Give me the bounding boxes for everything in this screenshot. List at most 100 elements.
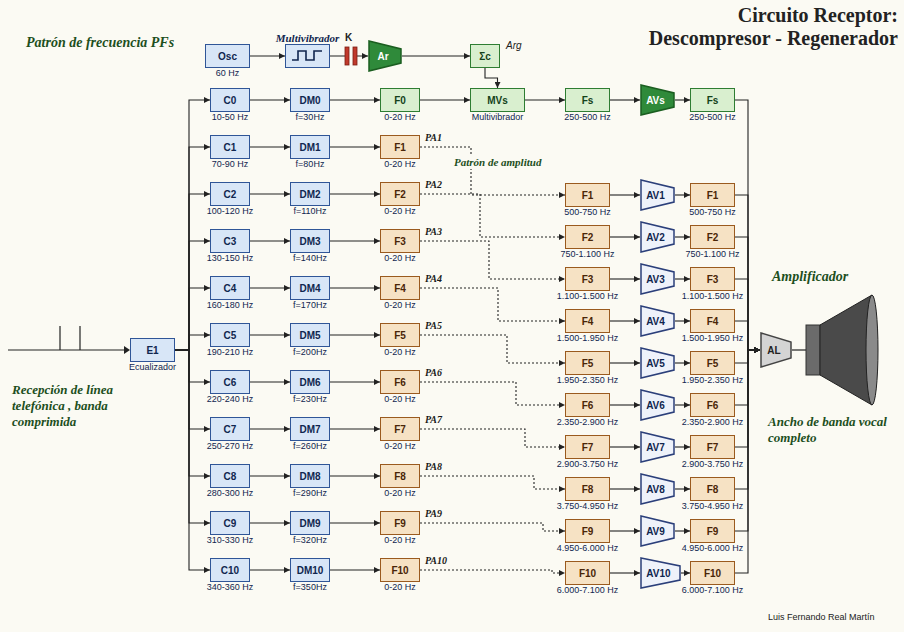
- connector: [610, 572, 640, 573]
- speaker-rim: [866, 295, 878, 405]
- edge-label: PA1: [424, 132, 443, 143]
- node-body: F6: [566, 394, 609, 416]
- input-line: [79, 326, 80, 350]
- node-body: DM5: [291, 324, 329, 346]
- node-caption: 0-20 Hz: [384, 394, 416, 404]
- node-body: AV1: [640, 179, 675, 211]
- lowpass-filter: F60-20 Hz: [380, 370, 420, 394]
- connector: [330, 569, 380, 570]
- node-body: AV9: [640, 515, 675, 547]
- node-body: F4: [566, 310, 609, 332]
- node-caption: 2.900-3.750 Hz: [557, 459, 619, 469]
- edge-label: PA4: [424, 273, 443, 284]
- bandpass-filter: C7250-270 Hz: [210, 417, 250, 441]
- connector: [175, 350, 210, 476]
- node-caption: f=170Hz: [293, 300, 327, 310]
- node-body: F6: [691, 394, 734, 416]
- node-label: F6: [707, 400, 719, 411]
- connector: [330, 475, 380, 476]
- node-label: F4: [394, 283, 406, 294]
- connector: [735, 100, 760, 350]
- connector: [420, 382, 565, 405]
- node-label: F10: [391, 565, 408, 576]
- node-label: AV2: [646, 232, 665, 243]
- node-caption: 10-50 Hz: [212, 112, 249, 122]
- node-label: E1: [146, 345, 158, 356]
- node-body: C3: [211, 230, 249, 252]
- connector: [250, 381, 290, 382]
- node-caption: f=230Hz: [293, 394, 327, 404]
- node-caption: 500-750 Hz: [564, 207, 611, 217]
- oscillator-box: Osc60 Hz: [205, 44, 250, 68]
- node-caption: f=200Hz: [293, 347, 327, 357]
- node-caption: 500-750 Hz: [689, 207, 736, 217]
- node-label: F8: [707, 484, 719, 495]
- node-label: AVs: [646, 95, 665, 106]
- node-label: F2: [582, 232, 594, 243]
- node-body: F2: [381, 183, 419, 205]
- node-label: F0: [394, 95, 406, 106]
- lowpass-filter: F40-20 Hz: [380, 276, 420, 300]
- node-label: C9: [224, 518, 237, 529]
- node-body: F9: [691, 520, 734, 542]
- node-body: AV10: [640, 557, 681, 589]
- node-label: F5: [707, 358, 719, 369]
- node-caption: 1.950-2.350 Hz: [557, 375, 619, 385]
- node-caption: 4.950-6.000 Hz: [682, 543, 744, 553]
- node-label: C1: [224, 142, 237, 153]
- bandpass-filter: C010-50 Hz: [210, 88, 250, 112]
- node-caption: 340-360 Hz: [207, 582, 254, 592]
- amplifier-outline: [641, 390, 674, 420]
- connector: [610, 278, 640, 279]
- node-body: F5: [566, 352, 609, 374]
- amplifier-symbol: AV6: [640, 389, 675, 421]
- connector: [420, 429, 565, 447]
- node-body: DM9: [291, 512, 329, 534]
- node-body: F3: [691, 268, 734, 290]
- edge-label: PA8: [424, 461, 443, 472]
- node-label: F5: [582, 358, 594, 369]
- node-body: Fs: [566, 89, 609, 111]
- node-label: F5: [394, 330, 406, 341]
- node-caption: 0-20 Hz: [384, 253, 416, 263]
- node-body: C5: [211, 324, 249, 346]
- amplifier-outline: [641, 85, 674, 115]
- lowpass-filter: F10-20 Hz: [380, 135, 420, 159]
- connector: [175, 241, 210, 350]
- node-body: F4: [381, 277, 419, 299]
- node-caption: 2.350-2.900 Hz: [682, 417, 744, 427]
- amplifier-symbol: AV8: [640, 473, 675, 505]
- node-label: F10: [579, 568, 596, 579]
- connector: [610, 194, 640, 195]
- edge-label: PA5: [424, 320, 443, 331]
- capacitor-symbol: [353, 47, 357, 65]
- connector: [330, 99, 380, 100]
- node-caption: 60 Hz: [216, 68, 240, 78]
- node-label: AL: [767, 345, 780, 356]
- node-caption: f=30Hz: [296, 112, 325, 122]
- connector: [330, 240, 380, 241]
- node-label: C0: [224, 95, 237, 106]
- connector: [330, 193, 380, 194]
- amplifier-outline: [641, 516, 674, 546]
- lowpass-filter: F70-20 Hz: [380, 417, 420, 441]
- node-caption: 100-120 Hz: [207, 206, 254, 216]
- node-body: F7: [691, 436, 734, 458]
- node-label: C7: [224, 424, 237, 435]
- node-body: F10: [691, 562, 734, 584]
- connector: [175, 194, 210, 350]
- connector: [610, 362, 640, 363]
- node-body: DM7: [291, 418, 329, 440]
- bandpass-filter: F41.500-1.950 Hz: [690, 309, 735, 333]
- node-label: DM5: [299, 330, 320, 341]
- node-label: F3: [394, 236, 406, 247]
- bandpass-filter: F2750-1.100 Hz: [565, 225, 610, 249]
- connector: [250, 428, 290, 429]
- node-caption: 3.750-4.950 Hz: [682, 501, 744, 511]
- node-label: F9: [582, 526, 594, 537]
- node-body: F8: [566, 478, 609, 500]
- node-label: F6: [394, 377, 406, 388]
- node-caption: 3.750-4.950 Hz: [557, 501, 619, 511]
- connector: [420, 570, 565, 573]
